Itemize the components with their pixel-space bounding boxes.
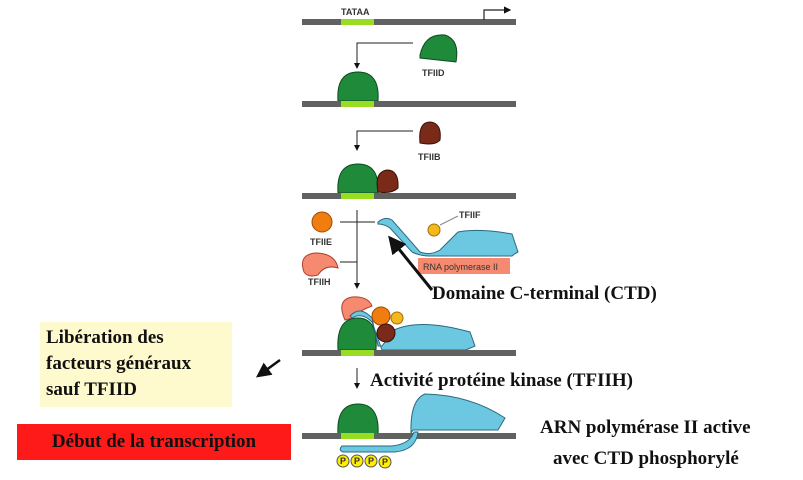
tss-arrow-icon (483, 6, 512, 20)
rna-polymerase-label-box (418, 258, 510, 274)
release-line-1: Libération des (46, 327, 164, 348)
tfiif-complex (390, 311, 404, 325)
rna-polymerase-complex (349, 310, 476, 351)
phosphate-icon (350, 454, 364, 468)
tfiie-complex (371, 306, 391, 326)
transcription-start-label: Début de la transcription (51, 431, 257, 452)
kinase-annotation: Activité protéine kinase (TFIIH) (370, 370, 633, 391)
active-annotation-line1: ARN polymérase II active (540, 417, 751, 438)
tfiif-leader (439, 215, 459, 226)
step-arrow-2 (354, 130, 413, 151)
phosphate-icon (336, 454, 350, 468)
tfiid-complex (337, 317, 377, 351)
dna-row-4 (302, 350, 516, 356)
tfiid-label: TFIID (422, 68, 445, 78)
step-arrow-1 (354, 42, 413, 69)
tfiif-free (427, 223, 441, 237)
phosphate-icon (378, 455, 392, 469)
dna-row-5 (302, 433, 516, 439)
tfiib-free (419, 121, 441, 145)
tfiid-bound (337, 71, 379, 102)
phosphate-label: P (382, 457, 388, 467)
tfiie-free (311, 211, 333, 233)
tfiid-bound (337, 163, 379, 194)
dna-row-3 (302, 193, 516, 199)
phosphate-label: P (368, 456, 374, 466)
tfiie-label: TFIIE (310, 237, 332, 247)
rna-polymerase-ii-free (377, 217, 519, 257)
phosphate-label: P (354, 456, 360, 466)
transcription-start-box: Début de la transcription (17, 424, 291, 460)
tfiif-label: TFIIF (459, 210, 481, 220)
rna-polymerase-label: RNA polymerase II (423, 262, 498, 272)
phosphate-groups: P P P P (336, 454, 392, 469)
tfiib-bound (376, 169, 399, 193)
phosphate-label: P (340, 456, 346, 466)
tfiib-label: TFIIB (418, 152, 441, 162)
dna-row-2 (302, 101, 516, 107)
tfiih-free (301, 252, 339, 277)
release-box: Libération des facteurs généraux sauf TF… (40, 322, 232, 407)
ctd-tail (339, 431, 419, 453)
tfiih-label: TFIIH (308, 277, 331, 287)
rna-polymerase-active (410, 393, 506, 435)
tfiid-final (337, 403, 379, 436)
release-line-2: facteurs généraux (46, 353, 192, 374)
ctd-pointer-arrow (388, 235, 434, 291)
recruit-lines (340, 221, 375, 263)
tataa-label: TATAA (341, 7, 370, 17)
ctd-annotation: Domaine C-terminal (CTD) (432, 283, 657, 304)
tfiib-complex (376, 323, 396, 343)
release-arrow (255, 358, 281, 378)
phosphate-icon (364, 454, 378, 468)
dna-row-1 (302, 19, 516, 25)
tfiid-free (419, 34, 458, 63)
release-line-3: sauf TFIID (46, 379, 137, 400)
active-annotation-line2: avec CTD phosphorylé (553, 448, 739, 469)
